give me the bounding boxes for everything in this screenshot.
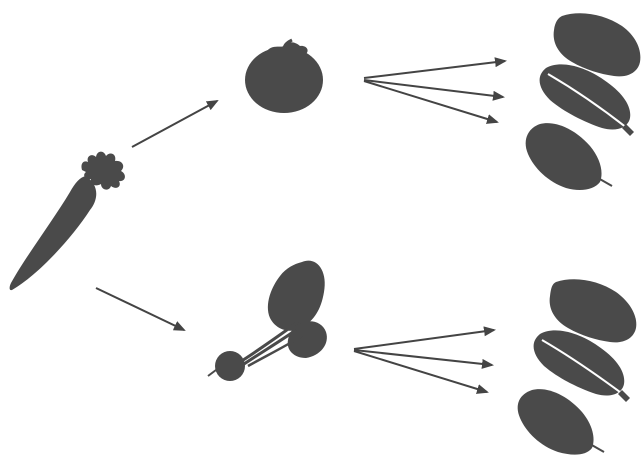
arrow-tomato-to-leaf-2 [363, 79, 505, 101]
arrow-beet-to-leaf-6 [353, 350, 489, 394]
chard-leaf-icon [533, 330, 630, 402]
carrot-icon [9, 151, 125, 291]
tomato-icon [245, 38, 323, 113]
lettuce-leaf-icon [553, 13, 641, 77]
arrow-carrot-to-tomato [131, 100, 219, 148]
spinach-leaf-icon [525, 123, 613, 190]
arrow-beet-to-leaf-5 [353, 349, 494, 369]
arrow-beet-to-leaf-4 [353, 326, 496, 350]
spinach-leaf-icon [517, 389, 605, 455]
arrow-carrot-to-beet [95, 287, 186, 331]
chard-leaf-icon [539, 64, 634, 136]
lettuce-leaf-icon [549, 279, 637, 343]
arrow-tomato-to-leaf-1 [363, 57, 507, 79]
beet-icon [207, 260, 327, 381]
arrow-tomato-to-leaf-3 [363, 80, 499, 124]
